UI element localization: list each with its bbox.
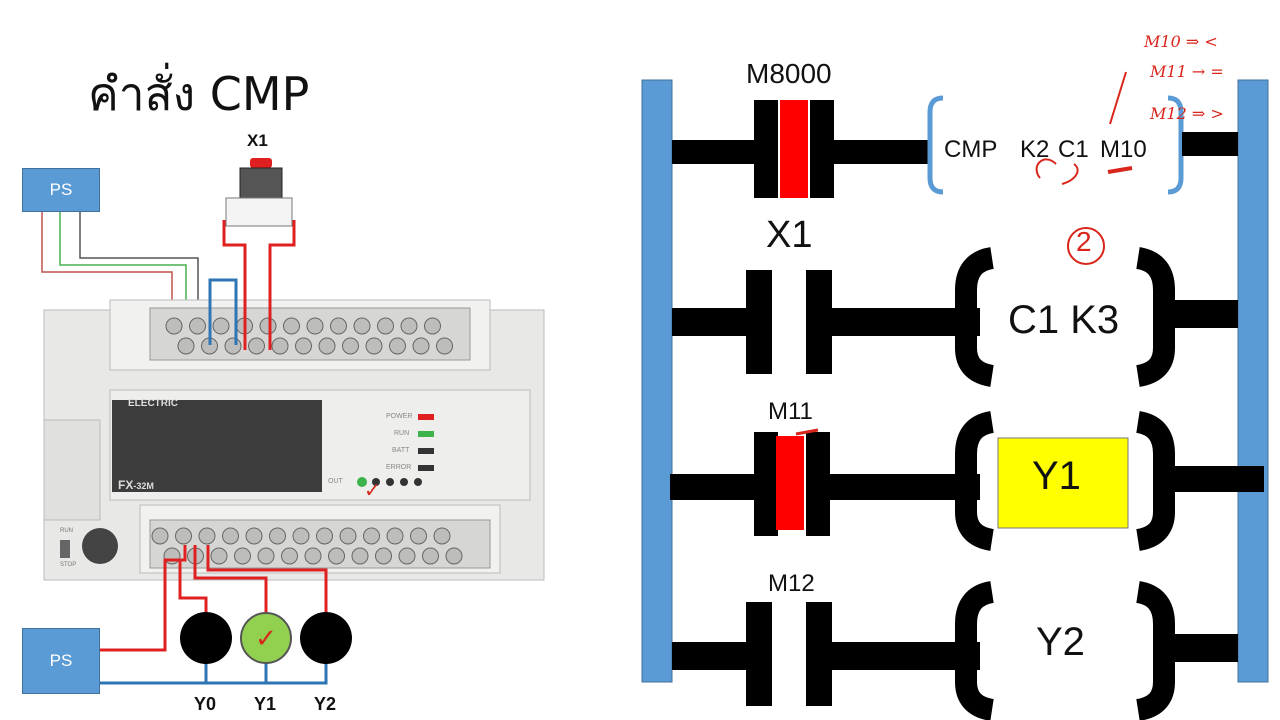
terminal-screw <box>271 337 289 355</box>
terminal-screw <box>295 337 312 355</box>
terminal-screw <box>189 317 206 335</box>
terminal-screw <box>330 317 347 335</box>
plc-wiring-illustration <box>41 158 545 685</box>
terminal-screw <box>198 527 216 545</box>
terminal-screw <box>151 527 169 545</box>
terminal-screw <box>377 317 394 335</box>
terminal-screw <box>353 317 371 335</box>
terminal-screw <box>424 317 441 335</box>
terminal-screw <box>222 527 239 545</box>
handwritten-note-1: M10 ⇒ < <box>1144 32 1218 51</box>
terminal-screw <box>165 317 183 335</box>
cmp-operand-c1: C1 <box>1058 136 1089 163</box>
terminal-screw <box>269 527 286 545</box>
y1-active-coil <box>997 437 1129 529</box>
terminal-screw <box>292 527 310 545</box>
run-label: RUN <box>60 528 73 534</box>
output-lamp-y1: ✓ <box>240 612 292 664</box>
terminal-screw <box>398 547 416 565</box>
cmp-operand-m10: M10 <box>1100 136 1147 163</box>
terminal-screw <box>210 547 228 565</box>
rung3-coil-label: Y1 <box>1032 454 1081 498</box>
terminal-screw <box>224 337 242 355</box>
cmp-operand-k2: K2 <box>1020 136 1050 163</box>
terminal-screw <box>342 337 359 355</box>
terminal-screw <box>177 337 195 355</box>
terminal-screw <box>386 527 404 545</box>
terminal-screw <box>245 527 263 545</box>
switch-label: X1 <box>247 131 268 150</box>
terminal-screw <box>175 527 192 545</box>
terminal-screw <box>422 547 439 565</box>
terminal-screw <box>248 337 265 355</box>
rung2-contact-label: X1 <box>766 214 813 256</box>
checkmark-led: ✓ <box>364 480 381 502</box>
m11-active-contact <box>776 436 804 530</box>
terminal-screw <box>351 547 369 565</box>
handwritten-note-2: M11 → = <box>1150 62 1224 81</box>
plc-model: FX-32M <box>118 478 154 492</box>
led-label-power: POWER <box>386 413 413 420</box>
cmp-mnemonic: CMP <box>944 136 998 163</box>
terminal-screw <box>257 547 275 565</box>
led-label-batt: BATT <box>392 447 410 454</box>
terminal-screw <box>445 547 463 565</box>
terminal-screw <box>306 317 324 335</box>
right-power-rail <box>1237 79 1269 683</box>
terminal-screw <box>436 337 453 355</box>
terminal-screw <box>363 527 380 545</box>
ladder-diagram <box>641 71 1269 720</box>
rung2-coil-label: C1 K3 <box>1008 298 1120 342</box>
checkmark-icon: ✓ <box>255 622 277 653</box>
led-label-run: RUN <box>394 430 410 437</box>
output-lamp-y2 <box>300 612 352 664</box>
out-label: OUT <box>328 478 343 485</box>
terminal-screw <box>412 337 430 355</box>
terminal-screw <box>318 337 336 355</box>
output-label-y0: Y0 <box>194 694 217 714</box>
rung1-contact-label: M8000 <box>746 58 832 89</box>
terminal-screw <box>283 317 300 335</box>
m8000-active-contact <box>780 100 808 198</box>
terminal-screw <box>234 547 251 565</box>
terminal-screw <box>304 547 322 565</box>
output-label-y1: Y1 <box>254 694 277 714</box>
rung4-coil-label: Y2 <box>1036 620 1085 664</box>
rung2-annotation: 2 <box>1076 226 1092 257</box>
terminal-screw <box>339 527 357 545</box>
led-label-error: ERROR <box>386 464 412 471</box>
power-supply-bottom: PS <box>22 628 100 694</box>
terminal-screw <box>259 317 277 335</box>
terminal-screw <box>281 547 298 565</box>
left-power-rail <box>641 79 673 683</box>
stop-label: STOP <box>60 562 77 568</box>
terminal-screw <box>410 527 427 545</box>
output-lamp-y0 <box>180 612 232 664</box>
handwritten-note-3: M12 ⇒ > <box>1150 104 1224 123</box>
terminal-screw <box>365 337 383 355</box>
terminal-screw <box>328 547 345 565</box>
power-supply-top: PS <box>22 168 100 212</box>
terminal-screw <box>212 317 230 335</box>
output-label-y2: Y2 <box>314 694 337 714</box>
terminal-screw <box>433 527 451 545</box>
rung4-contact-label: M12 <box>768 570 815 597</box>
page-title: คำสั่ง CMP <box>88 67 310 121</box>
terminal-screw <box>316 527 333 545</box>
terminal-screw <box>375 547 392 565</box>
plc-brand: ELECTRIC <box>128 398 178 409</box>
rung3-contact-label: M11 <box>768 398 813 425</box>
terminal-screw <box>400 317 418 335</box>
terminal-screw <box>389 337 406 355</box>
